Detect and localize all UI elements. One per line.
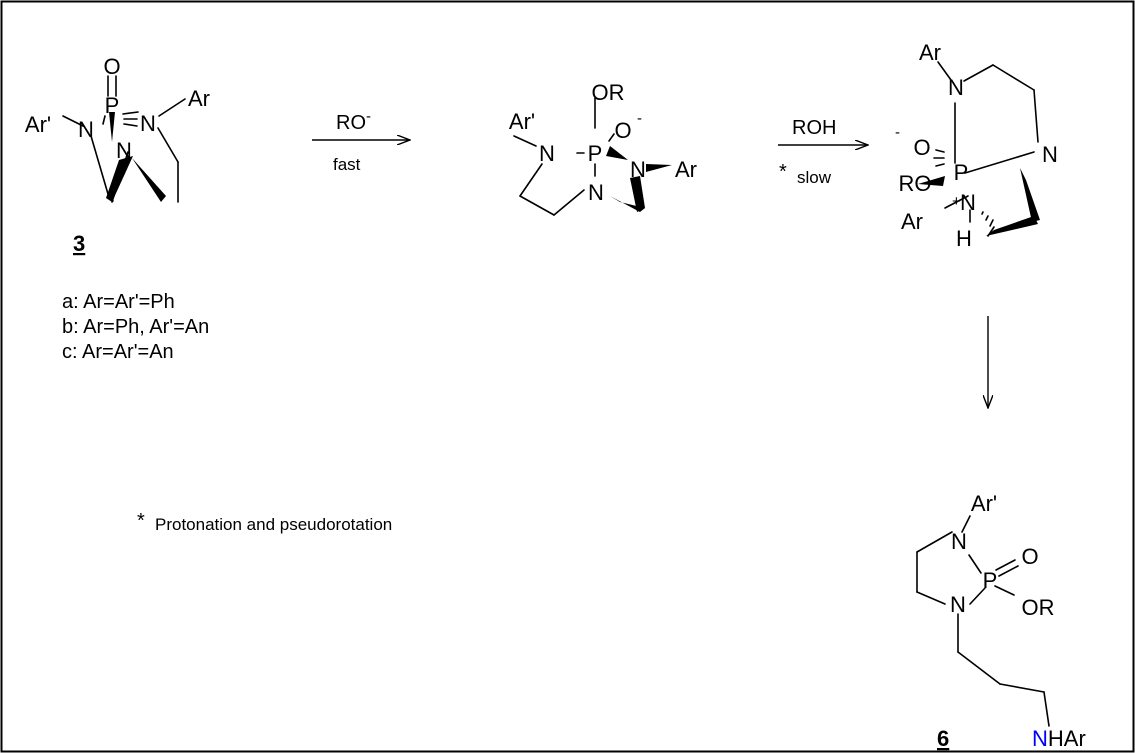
atom-or: OR	[1022, 595, 1055, 620]
atom-n: N	[78, 117, 94, 142]
atom-n-basic: N	[1042, 142, 1058, 167]
arrow-2-condition: slow	[797, 168, 832, 187]
atom-o: O	[103, 54, 120, 79]
atom-ro: RO	[899, 171, 932, 196]
atom-p: P	[954, 160, 969, 185]
atom-n-basic: N	[630, 157, 646, 182]
atom-n: N	[948, 75, 964, 100]
atom-n-bridge: N	[950, 592, 966, 617]
substituent-ar: Ar	[919, 40, 941, 65]
charge-minus: -	[895, 124, 900, 141]
arrow-1-condition: fast	[333, 155, 361, 174]
charge-plus: +	[952, 193, 961, 210]
substituent-ar: Ar	[675, 157, 697, 182]
footnote-star: *	[137, 510, 145, 532]
footnote-text: Protonation and pseudorotation	[155, 515, 392, 534]
atom-o: O	[614, 118, 631, 143]
atom-n: N	[951, 529, 967, 554]
charge-minus: -	[637, 110, 642, 127]
arrow-2-reagent: ROH	[792, 117, 836, 139]
arrow-2-star: *	[779, 161, 787, 183]
atom-p: P	[105, 93, 120, 118]
atom-n-bridge: N	[116, 138, 132, 163]
substituent-ar: Ar	[188, 86, 210, 111]
arrow-1-reagent: RO-	[336, 108, 371, 134]
intermediate-1-structure	[513, 97, 672, 216]
atom-or: OR	[592, 80, 625, 105]
atom-o: O	[913, 135, 930, 160]
intermediate-2-structure	[918, 61, 1040, 237]
atom-n-basic: N	[140, 111, 156, 136]
atom-n: N	[539, 141, 555, 166]
compound-6-structure	[916, 515, 1050, 727]
atom-p: P	[588, 141, 603, 166]
atom-n-bridge: N	[588, 180, 604, 205]
compound-3-label: 3	[73, 231, 85, 256]
compound-6-label: 6	[937, 726, 949, 751]
variant-a: a: Ar=Ar'=Ph	[62, 291, 175, 313]
substituent-ar-prime: Ar'	[509, 109, 535, 134]
variant-b: b: Ar=Ph, Ar'=An	[62, 316, 209, 338]
substituent-ar-prime: Ar'	[25, 112, 51, 137]
atom-p: P	[983, 568, 998, 593]
atom-h: H	[956, 226, 972, 251]
atom-nhar: NHAr	[1032, 726, 1086, 751]
atom-n-protonated: N	[960, 190, 976, 215]
substituent-ar-prime: Ar'	[971, 491, 997, 516]
substituent-ar: Ar	[901, 209, 923, 234]
atom-o: O	[1021, 544, 1038, 569]
variant-c: c: Ar=Ar'=An	[62, 341, 174, 363]
compound-3-structure	[62, 75, 186, 203]
